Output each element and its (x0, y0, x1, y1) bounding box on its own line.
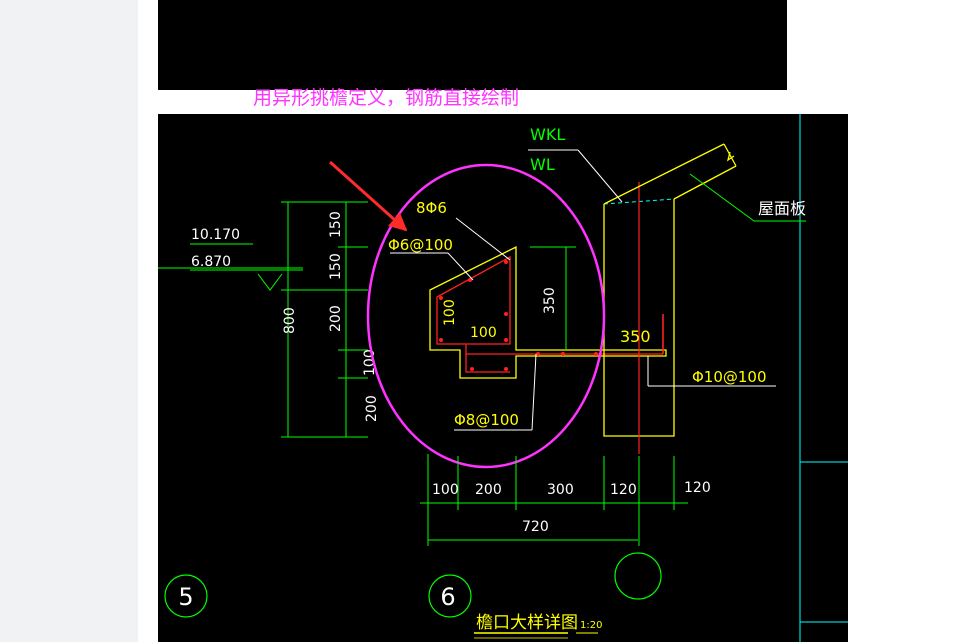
dim-h-100: 100 (432, 482, 459, 498)
elevation-marker: 10.170 6.870 (190, 227, 303, 291)
beam-label: WKL WL (528, 125, 623, 203)
grid-label-5: 5 (178, 583, 193, 611)
dim-150-top: 150 (328, 211, 344, 238)
dim-h-720-total: 720 (522, 519, 549, 535)
drawing-title: 檐口大样详图 1:20 (474, 613, 602, 639)
dim-200-lower: 200 (364, 395, 380, 422)
dim-100-vertical: 100 (442, 299, 458, 326)
rebar-dots (439, 260, 598, 371)
label-8phi6: 8Φ6 (416, 199, 447, 217)
rebar-callouts: 8Φ6 Φ6@100 Φ8@100 Φ10@100 (388, 199, 776, 431)
frame-lines (799, 114, 848, 642)
left-gutter (0, 0, 138, 642)
label-phi8-100: Φ8@100 (454, 411, 519, 429)
label-wl: WL (530, 155, 555, 174)
roof-slab (603, 143, 737, 205)
label-roof-slab: 屋面板 (758, 199, 806, 218)
horizontal-dim-texts: 100 200 300 120 120 720 (432, 480, 711, 535)
eave-concrete-outline (429, 245, 667, 379)
grid-label-6: 6 (440, 583, 455, 611)
dim-350-vertical: 350 (542, 287, 558, 314)
cad-svg: 10.170 6.870 150 150 200 100 200 800 (158, 114, 848, 642)
cad-drawing: 10.170 6.870 150 150 200 100 200 800 (158, 114, 848, 642)
dim-100-vert: 100 (362, 349, 378, 376)
label-wkl: WKL (530, 125, 565, 144)
dim-800-total: 800 (282, 307, 298, 334)
label-phi6-100: Φ6@100 (388, 236, 453, 254)
drawing-scale: 1:20 (580, 620, 602, 631)
dim-350-horizontal: 350 (620, 327, 651, 346)
elevation-label-1: 10.170 (191, 227, 240, 243)
dim-h-120-a: 120 (610, 482, 637, 498)
vertical-dimensions (281, 201, 368, 438)
dim-100-horizontal: 100 (470, 325, 497, 341)
roof-slab-label: 屋面板 (689, 173, 806, 222)
highlight-ellipse (366, 163, 606, 469)
annotation-arrow (328, 160, 408, 232)
elevation-label-2: 6.870 (191, 254, 231, 270)
dim-200-upper: 200 (328, 305, 344, 332)
dim-h-120-b: 120 (684, 480, 711, 496)
grid-marker-5: 5 (164, 574, 208, 618)
caption-text: 用异形挑檐定义，钢筋直接绘制 (253, 87, 520, 109)
label-phi10-100: Φ10@100 (692, 368, 767, 386)
grid-marker-6: 6 (428, 574, 472, 618)
horizontal-dimensions (420, 454, 688, 546)
vertical-dim-texts: 150 150 200 100 200 800 (282, 211, 380, 422)
drawing-title-text: 檐口大样详图 (476, 613, 578, 633)
grid-circle-unlabeled (614, 552, 662, 600)
dim-350-group (530, 246, 576, 350)
dim-h-300: 300 (547, 482, 574, 498)
dim-150-mid: 150 (328, 253, 344, 280)
previous-drawing-strip (158, 0, 787, 90)
dim-h-200: 200 (475, 482, 502, 498)
